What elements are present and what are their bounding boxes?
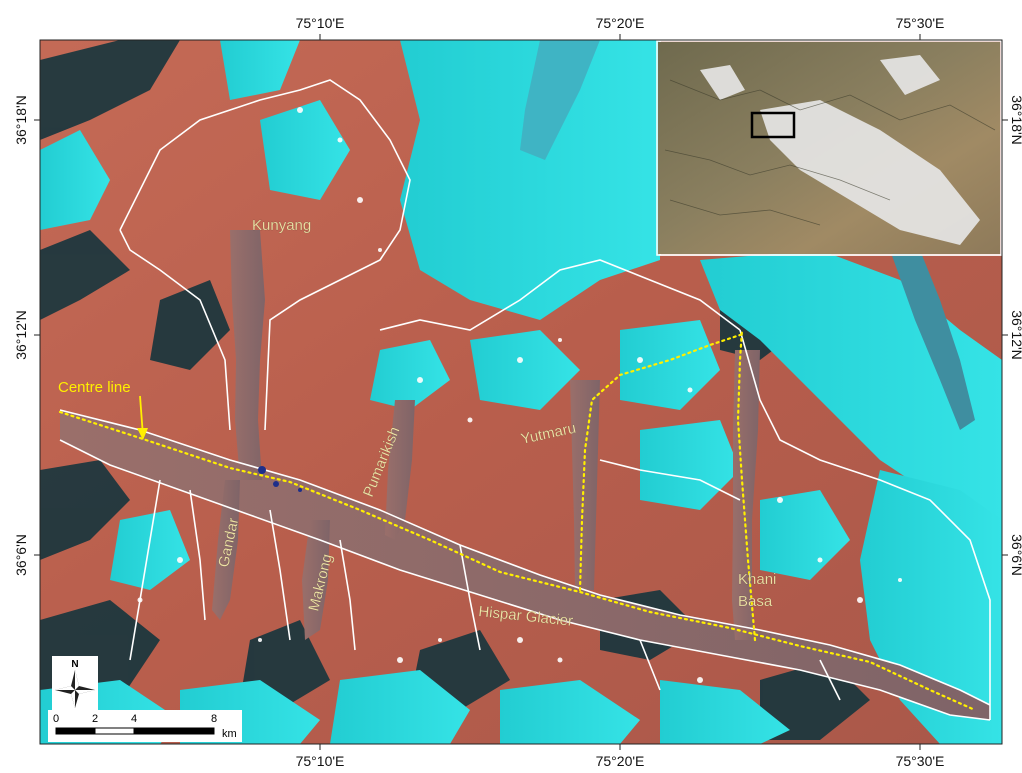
inset-study-area-box [750,111,796,139]
yutmaru-glacier-body [570,380,600,590]
inset-map [656,40,1002,256]
bottom-tick-2: 75°20'E [596,753,645,769]
kunyang-glacier-body [230,230,265,480]
scale-tick-8: 8 [211,713,217,725]
label-basa: Basa [738,593,773,610]
scale-tick-0: 0 [53,713,59,725]
top-tick-1: 75°10'E [296,15,345,31]
top-tick-3: 75°30'E [896,15,945,31]
top-tick-2: 75°20'E [596,15,645,31]
eastern-glacier [890,250,975,430]
label-centre-line: Centre line [58,379,131,396]
scale-unit: km [222,728,237,740]
scale-tick-4: 4 [131,713,137,725]
inset-snow [700,55,980,245]
right-tick-1: 36°18'N [1009,95,1022,145]
bottom-tick-3: 75°30'E [896,753,945,769]
tick-marks [34,34,1008,750]
pumarikish-glacier-body [385,400,415,540]
scale-bar: 0 2 4 8 km [48,710,242,742]
gandar-glacier-body [212,480,240,620]
bottom-tick-1: 75°10'E [296,753,345,769]
left-tick-3: 36°6'N [13,534,29,576]
label-kunyang: Kunyang [252,217,311,234]
inset-ridges [664,79,996,226]
ponds [258,466,302,492]
makrong-glacier-body [302,520,330,640]
hispar-glacier-body [60,410,990,720]
north-label: N [71,659,78,670]
snow-speckle [137,107,902,683]
centre-lines [58,328,977,712]
north-arrow: N [52,656,98,710]
label-khani: Khani [738,571,776,588]
northern-glacier [520,40,600,160]
scale-tick-2: 2 [92,713,98,725]
centre-line-arrow [137,395,148,440]
right-tick-3: 36°6'N [1009,534,1022,576]
left-tick-2: 36°12'N [13,310,29,360]
left-tick-1: 36°18'N [13,95,29,145]
right-tick-2: 36°12'N [1009,310,1022,360]
